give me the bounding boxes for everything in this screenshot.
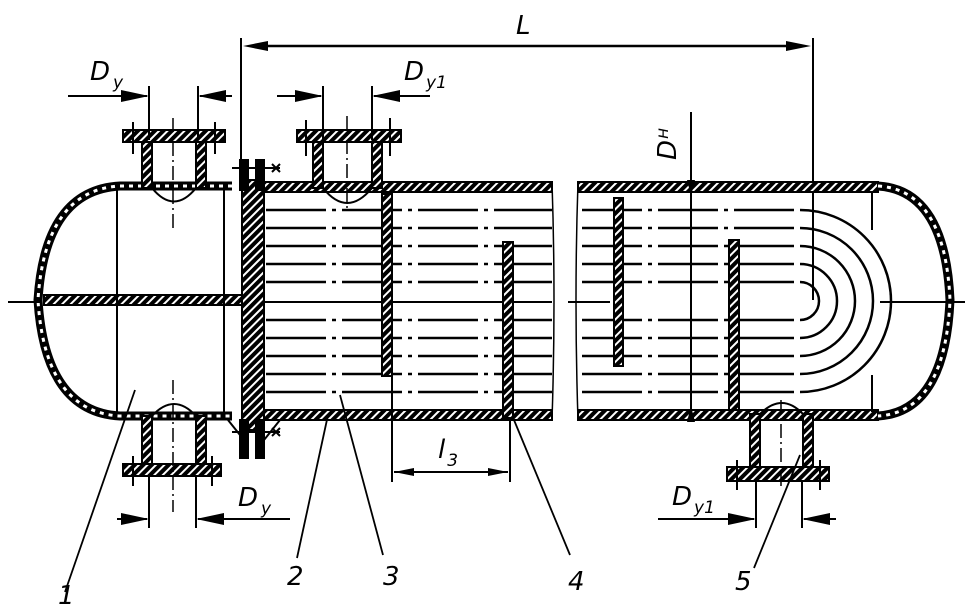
dimension-L: L [240,11,814,300]
nozzle-tube-bottom [122,380,222,512]
label-Dn: Dн [653,128,683,160]
nozzle-tube-top [122,118,226,230]
u-bend [799,244,857,358]
callout-2: 2 [287,562,304,592]
baffles [381,193,740,419]
baffle [502,241,514,419]
label-L: L [516,11,531,41]
tube-sheet-bolts [227,159,281,459]
u-bend [799,208,893,394]
callout-5: 5 [735,567,752,597]
left-head [8,181,245,421]
u-bend [799,226,875,376]
dimension-Dn: Dн [653,112,695,422]
u-bends [799,208,893,394]
callout-3: 3 [383,562,400,592]
shell-right [575,181,965,421]
baffle [381,193,393,377]
callout-4: 4 [568,567,585,597]
nozzle-shell-bottom [726,400,830,490]
callout-1: 1 [58,581,75,611]
u-bend [799,280,821,322]
baffle [728,239,740,411]
baffle [613,197,624,367]
callouts [64,389,801,593]
shell-left [263,181,555,421]
tube-sheet [241,179,265,431]
u-bend [799,262,839,340]
